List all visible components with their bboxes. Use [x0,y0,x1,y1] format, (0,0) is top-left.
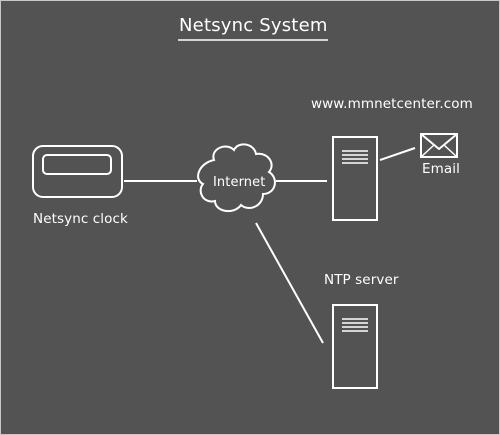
webserver-to-email-link [379,147,416,161]
email-label: Email [422,161,460,177]
website-label: www.mmnetcenter.com [311,96,473,112]
ntp-server-icon [332,304,378,389]
internet-cloud-icon [197,143,276,213]
envelope-icon [420,133,458,158]
internet-to-ntp-link [255,222,324,344]
diagram-title: Netsync System [179,15,328,36]
clock-label: Netsync clock [33,211,128,227]
netsync-clock-icon [32,145,123,198]
ntp-server-label: NTP server [324,272,399,288]
web-server-icon [332,136,378,221]
internet-label: Internet [213,175,266,190]
